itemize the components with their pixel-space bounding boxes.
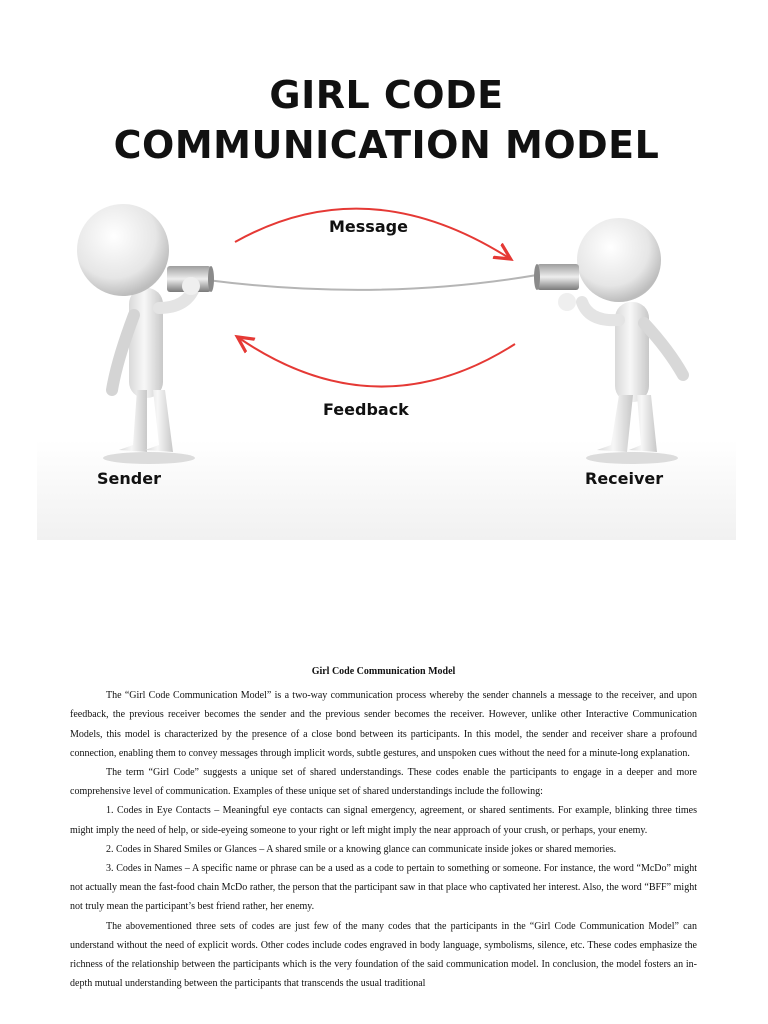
string-line — [206, 274, 538, 291]
feedback-arrow — [239, 338, 516, 388]
sender-shadow — [103, 452, 195, 464]
list-item-eye-contacts: 1. Codes in Eye Contacts – Meaningful ey… — [70, 805, 697, 836]
figure-title-line1: GIRL CODE — [269, 73, 504, 117]
tin-can-phone-illustration — [77, 204, 689, 464]
document-title: Girl Code Communication Model — [311, 666, 456, 677]
communication-model-figure: GIRL CODE COMMUNICATION MODEL — [37, 40, 736, 540]
list-item-names: 3. Codes in Names – A specific name or p… — [70, 863, 697, 913]
paragraph-conclusion: The abovementioned three sets of codes a… — [70, 920, 697, 990]
paragraph-intro: The “Girl Code Communication Model” is a… — [70, 690, 697, 759]
message-label: Message — [329, 217, 408, 236]
receiver-label: Receiver — [585, 469, 664, 488]
feedback-label: Feedback — [323, 400, 409, 419]
list-item-smiles-glances: 2. Codes in Shared Smiles or Glances – A… — [106, 843, 617, 855]
message-arrow — [234, 207, 509, 258]
receiver-figure — [534, 218, 689, 452]
figure-title-line2: COMMUNICATION MODEL — [113, 123, 660, 167]
sender-figure — [77, 204, 214, 452]
document-body: Girl Code Communication Model The “Girl … — [70, 662, 697, 993]
receiver-shadow — [586, 452, 678, 464]
sender-label: Sender — [97, 469, 161, 488]
paragraph-girl-code: The term “Girl Code” suggests a unique s… — [70, 767, 697, 798]
